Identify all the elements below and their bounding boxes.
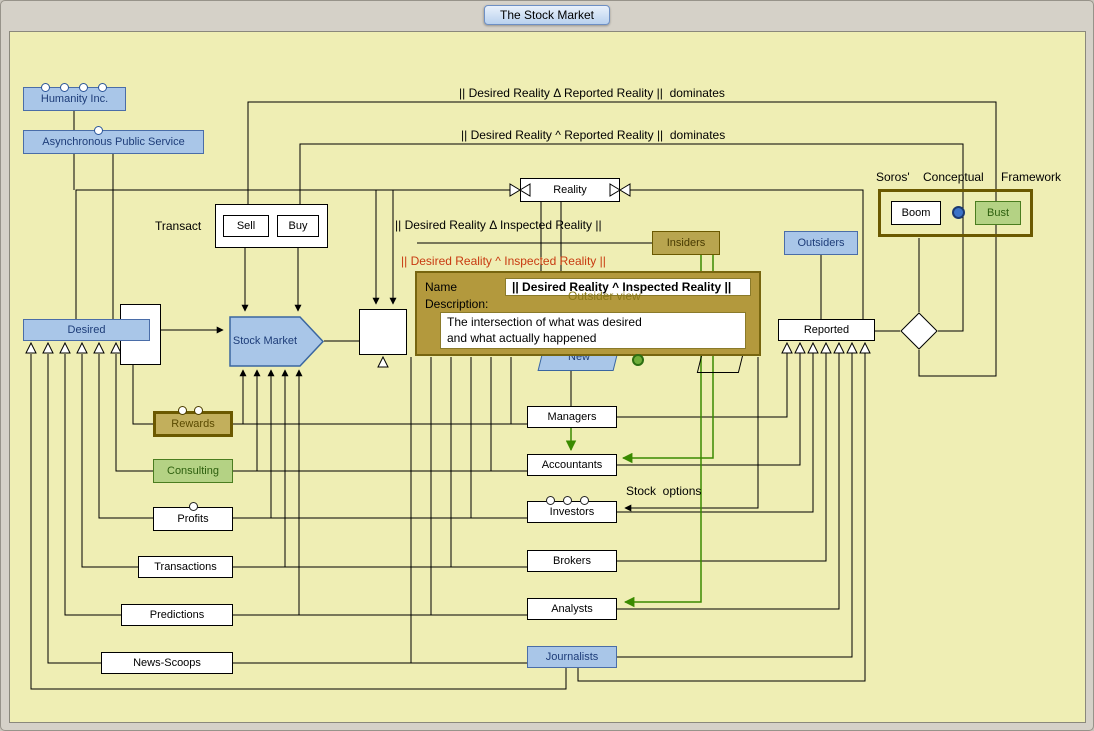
port-icon[interactable] xyxy=(546,496,555,505)
tooltip-description-line1: The intersection of what was desired xyxy=(447,315,642,329)
tooltip-description-line2: and what actually happened xyxy=(447,330,597,345)
port-icon[interactable] xyxy=(189,502,198,511)
node-reported[interactable]: Reported xyxy=(778,319,875,341)
node-analysts[interactable]: Analysts xyxy=(527,598,617,620)
node-outsiders[interactable]: Outsiders xyxy=(784,231,858,255)
node-consulting[interactable]: Consulting xyxy=(153,459,233,483)
boom-bust-port-icon[interactable] xyxy=(952,206,965,219)
soros-label-2[interactable]: Conceptual xyxy=(923,170,984,184)
soros-label-1[interactable]: Soros' xyxy=(876,170,910,184)
node-transactions[interactable]: Transactions xyxy=(138,556,233,578)
node-asynchronous-public-service[interactable]: Asynchronous Public Service xyxy=(23,130,204,154)
transact-label: Transact xyxy=(155,219,202,233)
node-news-scoops[interactable]: News-Scoops xyxy=(101,652,233,674)
node-sell[interactable]: Sell xyxy=(223,215,269,237)
port-icon[interactable] xyxy=(94,126,103,135)
outsider-view-label[interactable]: Outsider view xyxy=(568,289,641,303)
node-humanity-inc[interactable]: Humanity Inc. xyxy=(23,87,126,111)
port-icon[interactable] xyxy=(98,83,107,92)
node-predictions[interactable]: Predictions xyxy=(121,604,233,626)
node-accountants[interactable]: Accountants xyxy=(527,454,617,476)
tooltip-description-value: The intersection of what was desired and… xyxy=(440,312,746,350)
node-managers[interactable]: Managers xyxy=(527,406,617,428)
node-boom[interactable]: Boom xyxy=(891,201,941,225)
window-title-tab[interactable]: The Stock Market xyxy=(483,5,611,25)
property-tooltip: Name || Desired Reality ^ Inspected Real… xyxy=(415,271,761,356)
tooltip-name-label: Name xyxy=(425,279,458,294)
port-icon[interactable] xyxy=(580,496,589,505)
port-icon[interactable] xyxy=(178,406,187,415)
node-buy[interactable]: Buy xyxy=(277,215,319,237)
stock-options-label[interactable]: Stock options xyxy=(626,484,702,498)
node-insiders[interactable]: Insiders xyxy=(652,231,720,255)
node-stock-market[interactable]: Stock Market xyxy=(229,316,325,367)
port-icon[interactable] xyxy=(194,406,203,415)
node-desired[interactable]: Desired xyxy=(23,319,150,341)
annotation-and-reported[interactable]: || Desired Reality ^ Reported Reality ||… xyxy=(461,128,726,142)
port-icon[interactable] xyxy=(41,83,50,92)
inspected-reality-box[interactable] xyxy=(359,309,407,355)
node-bust[interactable]: Bust xyxy=(975,201,1021,225)
annotation-and-inspected[interactable]: || Desired Reality ^ Inspected Reality |… xyxy=(401,254,606,268)
node-journalists[interactable]: Journalists xyxy=(527,646,617,668)
stock-market-label: Stock Market xyxy=(232,334,298,347)
soros-label-3[interactable]: Framework xyxy=(1001,170,1062,184)
node-reality[interactable]: Reality xyxy=(520,178,620,202)
node-brokers[interactable]: Brokers xyxy=(527,550,617,572)
annotation-delta-inspected[interactable]: || Desired Reality Δ Inspected Reality |… xyxy=(395,218,602,232)
annotation-delta-reported[interactable]: || Desired Reality Δ Reported Reality ||… xyxy=(459,86,725,100)
port-icon[interactable] xyxy=(79,83,88,92)
node-rewards[interactable]: Rewards xyxy=(153,411,233,437)
port-icon[interactable] xyxy=(563,496,572,505)
view-port-icon[interactable] xyxy=(632,354,644,366)
port-icon[interactable] xyxy=(60,83,69,92)
node-investors[interactable]: Investors xyxy=(527,501,617,523)
